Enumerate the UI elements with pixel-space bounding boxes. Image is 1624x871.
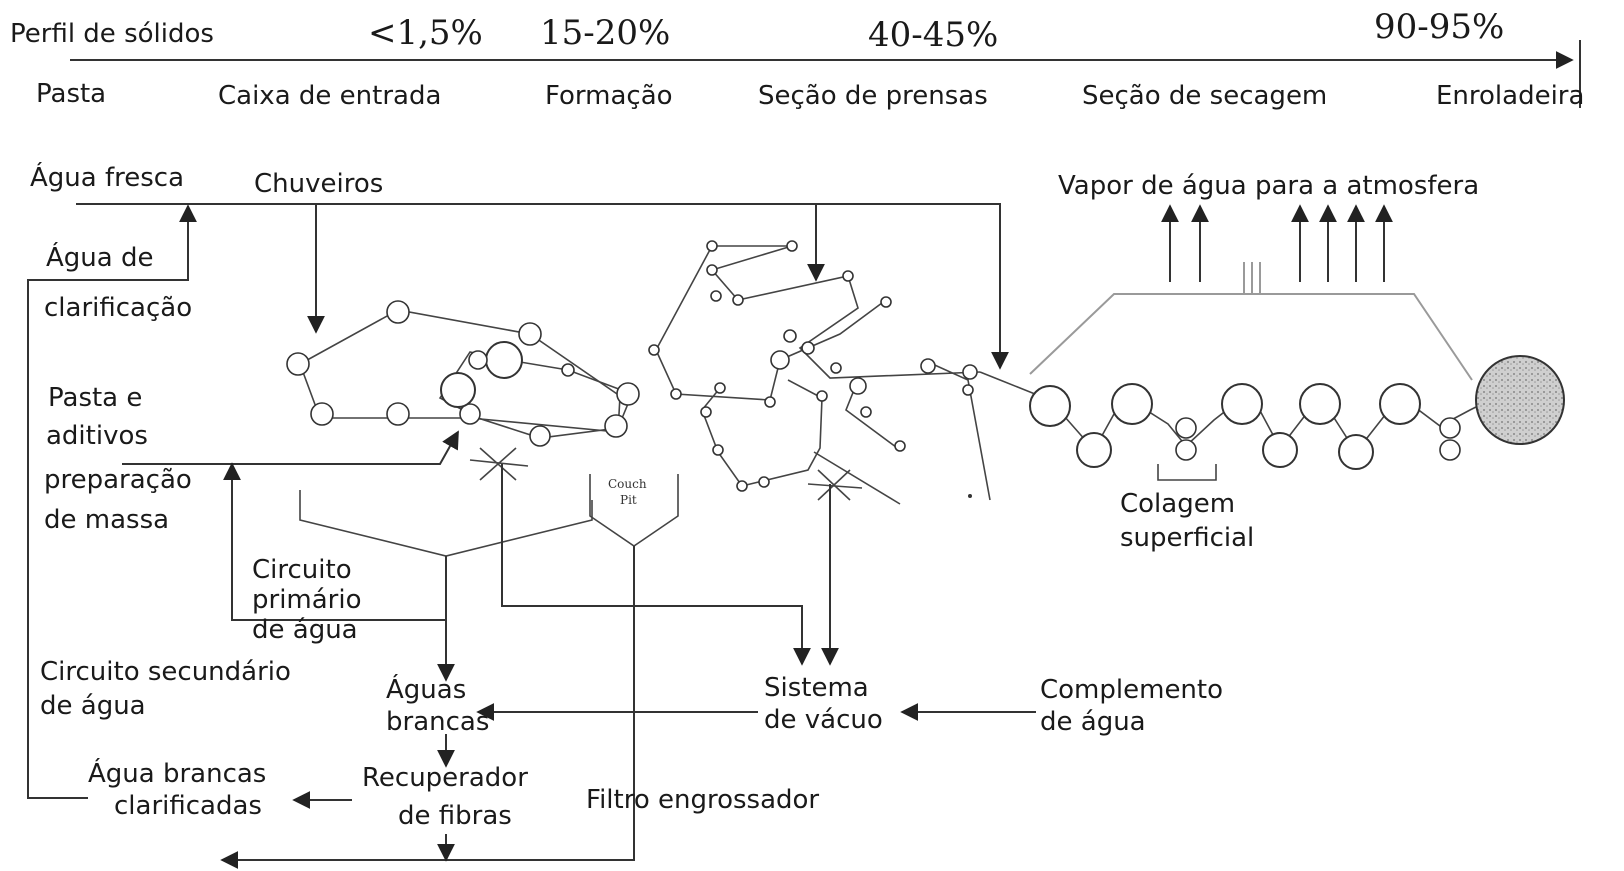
press-vacuum-box xyxy=(807,469,863,501)
stage-enroladeira: Enroladeira xyxy=(1436,81,1584,111)
couch-pit-label-1: Couch xyxy=(608,477,647,491)
clarification-water-loop xyxy=(27,204,197,799)
dryer-section xyxy=(979,371,1491,481)
solids-value-forming: 15-20% xyxy=(540,13,670,53)
label-complemento-1: Complemento xyxy=(1040,675,1223,705)
label-pasta-e: Pasta e xyxy=(48,383,142,413)
label-circuito-primario-3: de água xyxy=(252,615,358,645)
label-circuito-primario-2: primário xyxy=(252,585,362,615)
solids-value-reel: 90-95% xyxy=(1374,7,1504,47)
stage-caixa-de-entrada: Caixa de entrada xyxy=(218,81,441,111)
forming-vacuum-box xyxy=(469,447,529,481)
steam-arrows xyxy=(1161,204,1393,282)
stage-secao-de-prensas: Seção de prensas xyxy=(758,81,988,111)
paper-reel xyxy=(1475,355,1565,445)
solids-value-inlet: <1,5% xyxy=(368,13,483,53)
label-vapor: Vapor de água para a atmosfera xyxy=(1058,171,1479,201)
label-agua-clarificada-2: clarificadas xyxy=(114,791,262,821)
stage-secao-de-secagem: Seção de secagem xyxy=(1082,81,1327,111)
label-aguas-brancas-2: brancas xyxy=(386,707,489,737)
label-aguas-brancas-1: Águas xyxy=(386,673,466,705)
label-agua-fresca: Água fresca xyxy=(30,161,184,193)
label-sistema-vacuo-1: Sistema xyxy=(764,673,869,703)
label-sistema-vacuo-2: de vácuo xyxy=(764,705,883,735)
label-recuperador-1: Recuperador xyxy=(362,763,528,793)
label-circuito-secundario-1: Circuito secundário xyxy=(40,657,291,687)
label-superficial: superficial xyxy=(1120,523,1254,553)
stage-formacao: Formação xyxy=(545,81,673,111)
label-clarificacao: clarificação xyxy=(44,293,192,323)
couch-pit: Couch Pit xyxy=(589,474,679,547)
label-de-massa: de massa xyxy=(44,505,169,535)
label-preparacao: preparação xyxy=(44,465,192,495)
primary-circuit-return xyxy=(223,462,446,621)
fresh-water-line xyxy=(76,203,1009,370)
label-filtro-engrossador: Filtro engrossador xyxy=(586,785,819,815)
solids-profile-title: Perfil de sólidos xyxy=(10,19,214,49)
forming-section xyxy=(286,300,640,447)
couch-pit-to-filter-line xyxy=(220,546,635,869)
dryer-hood xyxy=(1029,262,1473,381)
label-colagem: Colagem xyxy=(1120,489,1235,519)
label-agua-clarificada-1: Água brancas xyxy=(88,757,266,789)
label-circuito-primario-1: Circuito xyxy=(252,555,352,585)
forming-vacuum-line xyxy=(501,464,811,666)
stock-feed-line xyxy=(122,430,459,465)
label-chuveiros: Chuveiros xyxy=(254,169,383,199)
label-complemento-2: de água xyxy=(1040,707,1146,737)
label-recuperador-2: de fibras xyxy=(398,801,512,831)
stage-pasta: Pasta xyxy=(36,79,106,109)
solids-value-press: 40-45% xyxy=(868,15,998,55)
white-water-tray xyxy=(299,490,593,557)
press-section xyxy=(648,240,991,505)
label-circuito-secundario-2: de água xyxy=(40,691,146,721)
label-aditivos: aditivos xyxy=(46,421,148,451)
couch-pit-label-2: Pit xyxy=(620,493,637,507)
label-agua-de: Água de xyxy=(46,241,153,273)
